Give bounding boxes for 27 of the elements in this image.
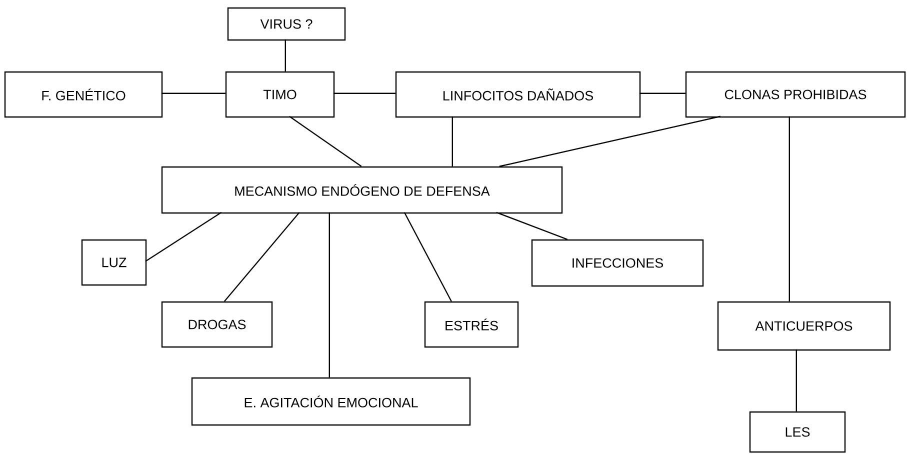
concept-box: ANTICUERPOS	[717, 301, 891, 351]
connector-line	[496, 212, 568, 240]
connector-line	[333, 92, 396, 94]
connector-line	[145, 212, 222, 262]
concept-box: LUZ	[81, 239, 147, 286]
connector-line	[224, 212, 300, 302]
concept-box: E. AGITACIÓN EMOCIONAL	[191, 377, 471, 426]
connector-line	[161, 92, 226, 94]
concept-box: MECANISMO ENDÓGENO DE DEFENSA	[161, 166, 563, 214]
concept-box: VIRUS ?	[227, 7, 346, 41]
concept-box: TIMO	[225, 71, 335, 118]
concept-box: LINFOCITOS DAÑADOS	[395, 71, 641, 118]
connector-line	[284, 39, 286, 72]
connector-line	[328, 212, 330, 378]
concept-box: LES	[749, 411, 846, 453]
connector-line	[788, 116, 790, 302]
concept-box: CLONAS PROHIBIDAS	[685, 71, 906, 118]
connector-line	[452, 116, 453, 166]
concept-box: INFECCIONES	[531, 239, 704, 287]
connector-line	[404, 212, 452, 302]
connector-line	[796, 349, 797, 412]
concept-box: F. GENÉTICO	[4, 71, 163, 118]
concept-box: ESTRÉS	[424, 301, 519, 348]
concept-box: DROGAS	[161, 301, 273, 348]
connector-line	[499, 116, 721, 167]
connector-line	[289, 116, 362, 167]
connector-line	[639, 92, 686, 94]
